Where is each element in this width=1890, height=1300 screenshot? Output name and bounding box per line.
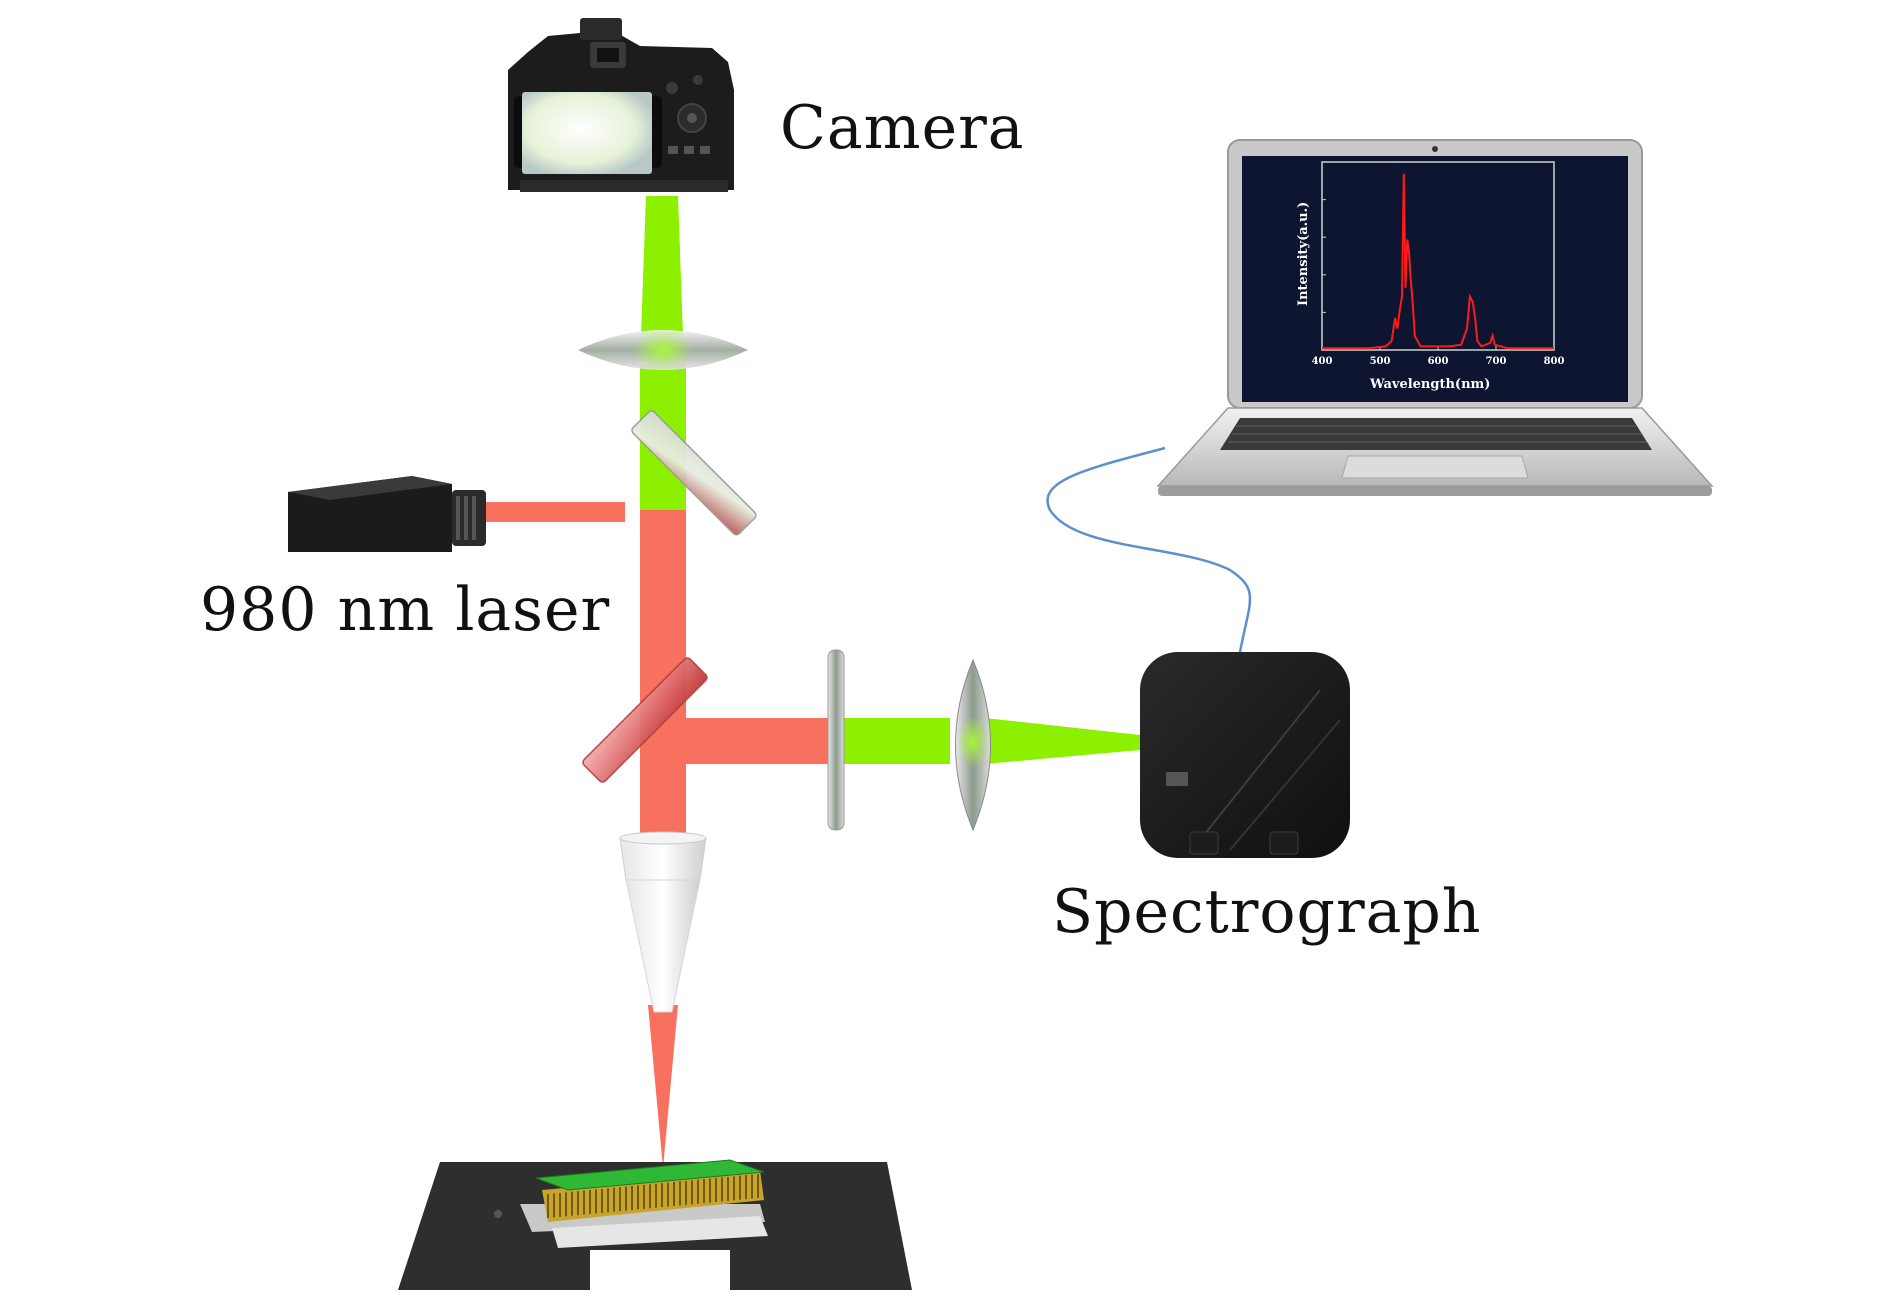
laser-beam-horizontal: [485, 502, 625, 522]
sample-chip: [535, 1159, 765, 1222]
camera-lens: [578, 330, 748, 370]
laptop: [1156, 139, 1714, 496]
dichroic-mirror-lower: [582, 657, 708, 783]
usb-cable: [1046, 446, 1252, 653]
laser-label: 980 nm laser: [200, 575, 610, 645]
plot-y-axis-label: Intensity(a.u.): [1296, 202, 1311, 306]
laser-source: [288, 476, 486, 552]
spectrograph: [1140, 652, 1350, 858]
spectrograph-lens: [955, 658, 991, 832]
dichroic-mirror-upper: [631, 410, 757, 536]
optical-filter: [827, 649, 845, 831]
plot-x-tick-label: 800: [1544, 356, 1565, 367]
green-beam-filtered: [840, 718, 950, 764]
red-beam-to-filter: [686, 718, 834, 764]
camera: [508, 18, 734, 192]
green-beam-to-camera: [641, 196, 683, 335]
plot-x-tick-label: 600: [1428, 356, 1449, 367]
camera-lcd-screen: [522, 92, 652, 174]
spectrograph-label: Spectrograph: [1052, 877, 1481, 947]
spectrum-line: [1322, 173, 1554, 350]
plot-x-tick-label: 700: [1486, 356, 1507, 367]
plot-x-tick-label: 500: [1370, 356, 1391, 367]
focused-laser-beam: [648, 1005, 678, 1168]
plot-x-axis-label: Wavelength(nm): [1369, 377, 1490, 392]
plot-x-tick-label: 400: [1312, 356, 1333, 367]
objective-lens: [619, 831, 707, 1013]
camera-label: Camera: [780, 93, 1025, 163]
green-beam-to-spectrograph: [985, 718, 1140, 764]
screen-spectrum-plot: 400 500 600 700 800 Intensity(a.u.) Waveleng…: [1296, 161, 1565, 392]
